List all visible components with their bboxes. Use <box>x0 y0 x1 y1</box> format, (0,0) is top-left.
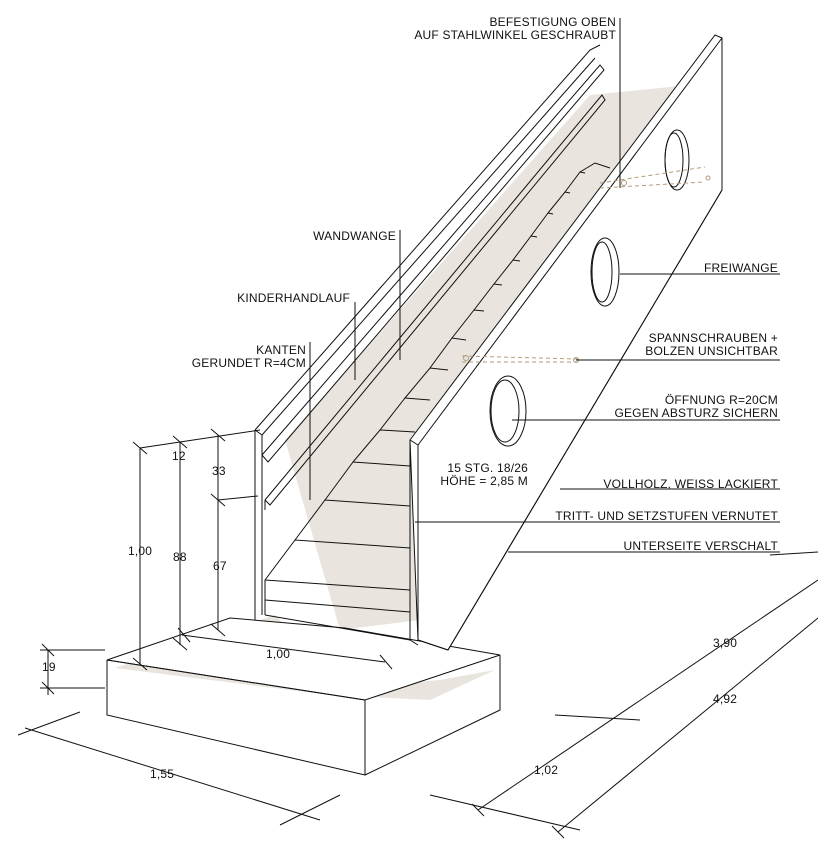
label-wandwange: WANDWANGE <box>313 229 396 243</box>
dim-1-02: 1,02 <box>534 763 559 777</box>
label-befestigung-line1: BEFESTIGUNG OBEN <box>489 15 616 29</box>
label-kanten-line1: KANTEN <box>256 343 306 357</box>
dim-33: 33 <box>212 464 226 478</box>
dim-4-92: 4,92 <box>713 692 738 706</box>
label-tritt: TRITT- UND SETZSTUFEN VERNUTET <box>555 509 778 523</box>
label-oeffnung-line1: ÖFFNUNG R=20CM <box>664 393 778 407</box>
dim-1-00-height: 1,00 <box>128 544 153 558</box>
label-vollholz: VOLLHOLZ, WEISS LACKIERT <box>603 477 778 491</box>
label-stg-line1: 15 STG. 18/26 <box>447 461 528 475</box>
label-befestigung: BEFESTIGUNG OBEN AUF STAHLWINKEL GESCHRA… <box>390 16 616 42</box>
free-stringer <box>409 34 723 651</box>
label-oeffnung: ÖFFNUNG R=20CM GEGEN ABSTURZ SICHERN <box>580 394 778 420</box>
label-oeffnung-line2: GEGEN ABSTURZ SICHERN <box>614 406 778 420</box>
dim-1-00-landing: 1,00 <box>266 647 291 661</box>
bolts <box>461 166 711 363</box>
label-kanten: KANTEN GERUNDET R=4CM <box>160 344 306 370</box>
dimension-lines-left <box>17 428 393 826</box>
label-stg-line2: HÖHE = 2,85 M <box>440 474 528 488</box>
dimension-lines-right <box>429 551 818 839</box>
dim-12: 12 <box>172 449 186 463</box>
label-freiwange: FREIWANGE <box>703 261 778 275</box>
steps <box>264 162 611 641</box>
label-kanten-line2: GERUNDET R=4CM <box>191 356 306 370</box>
label-spann-line1: SPANNSCHRAUBEN + <box>648 331 778 345</box>
label-spann-line2: BOLZEN UNSICHTBAR <box>645 344 778 358</box>
dim-88: 88 <box>173 550 187 564</box>
label-kinderhandlauf: KINDERHANDLAUF <box>237 291 350 305</box>
label-unterseite: UNTERSEITE VERSCHALT <box>623 539 778 553</box>
handrails <box>261 64 606 510</box>
leader-lines <box>309 18 780 553</box>
dim-3-90: 3,90 <box>713 636 738 650</box>
label-spannschrauben: SPANNSCHRAUBEN + BOLZEN UNSICHTBAR <box>580 332 778 358</box>
dim-1-55: 1,55 <box>150 767 175 781</box>
dim-67: 67 <box>213 559 227 573</box>
label-stufen-info: 15 STG. 18/26 HÖHE = 2,85 M <box>420 462 528 488</box>
openings <box>489 129 690 447</box>
dim-19: 19 <box>42 660 56 674</box>
label-befestigung-line2: AUF STAHLWINKEL GESCHRAUBT <box>414 28 616 42</box>
